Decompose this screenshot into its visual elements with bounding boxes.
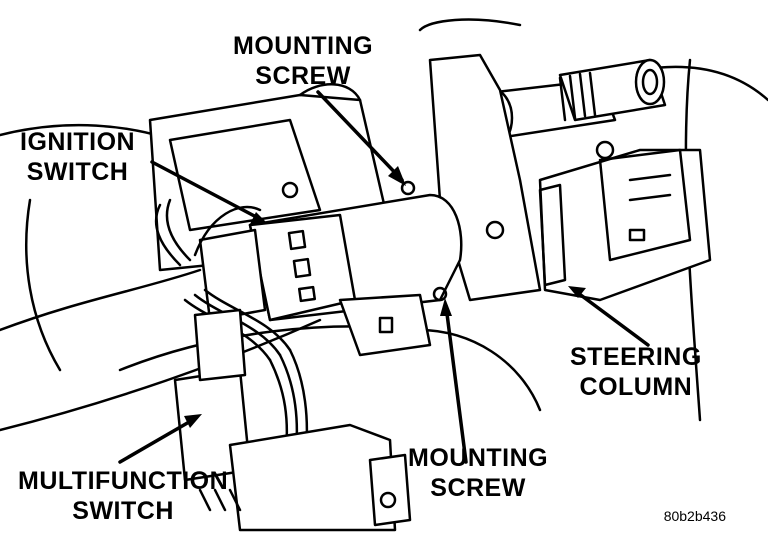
- label-ignition-switch-line2: SWITCH: [26, 158, 129, 186]
- label-mounting-screw-top: MOUNTING SCREW: [233, 31, 373, 91]
- wiring-harness: [154, 198, 309, 462]
- label-multifunction-switch: MULTIFUNCTION SWITCH: [18, 466, 228, 526]
- arrowhead-mounting-screw-bottom: [440, 298, 452, 316]
- label-ignition-switch: IGNITION SWITCH: [20, 127, 135, 187]
- label-steering-column-line1: STEERING: [570, 343, 702, 371]
- arrowhead-ignition-switch: [250, 212, 268, 224]
- label-mounting-screw-bottom-line2: SCREW: [430, 474, 526, 502]
- arrow-steering-column: [572, 288, 650, 347]
- arrow-mounting-screw-bottom: [444, 304, 468, 464]
- leader-arrows: [118, 90, 650, 464]
- label-mounting-screw-top-line2: SCREW: [255, 62, 351, 90]
- label-steering-column-line2: COLUMN: [579, 373, 693, 401]
- multifunction-switch-body: [173, 308, 412, 532]
- column-housing: [428, 53, 712, 302]
- figure-id-text: 80b2b436: [663, 508, 726, 524]
- arrowhead-multifunction-switch: [184, 414, 202, 428]
- arrow-mounting-screw-top: [316, 90, 404, 182]
- arrowhead-mounting-screw-top: [388, 166, 406, 186]
- label-steering-column: STEERING COLUMN: [570, 342, 702, 402]
- label-multifunction-switch-line2: SWITCH: [72, 497, 174, 525]
- label-ignition-switch-line1: IGNITION: [20, 128, 136, 156]
- arrow-ignition-switch: [150, 160, 264, 222]
- label-mounting-screw-top-line1: MOUNTING: [233, 32, 374, 60]
- arrow-multifunction-switch: [118, 416, 198, 464]
- label-mounting-screw-bottom-line1: MOUNTING: [408, 444, 549, 472]
- ignition-switch-body: [198, 180, 463, 322]
- label-mounting-screw-bottom: MOUNTING SCREW: [408, 443, 548, 503]
- lower-bracket: [338, 293, 432, 357]
- label-multifunction-switch-line1: MULTIFUNCTION: [18, 467, 229, 495]
- arrowhead-steering-column: [568, 286, 586, 298]
